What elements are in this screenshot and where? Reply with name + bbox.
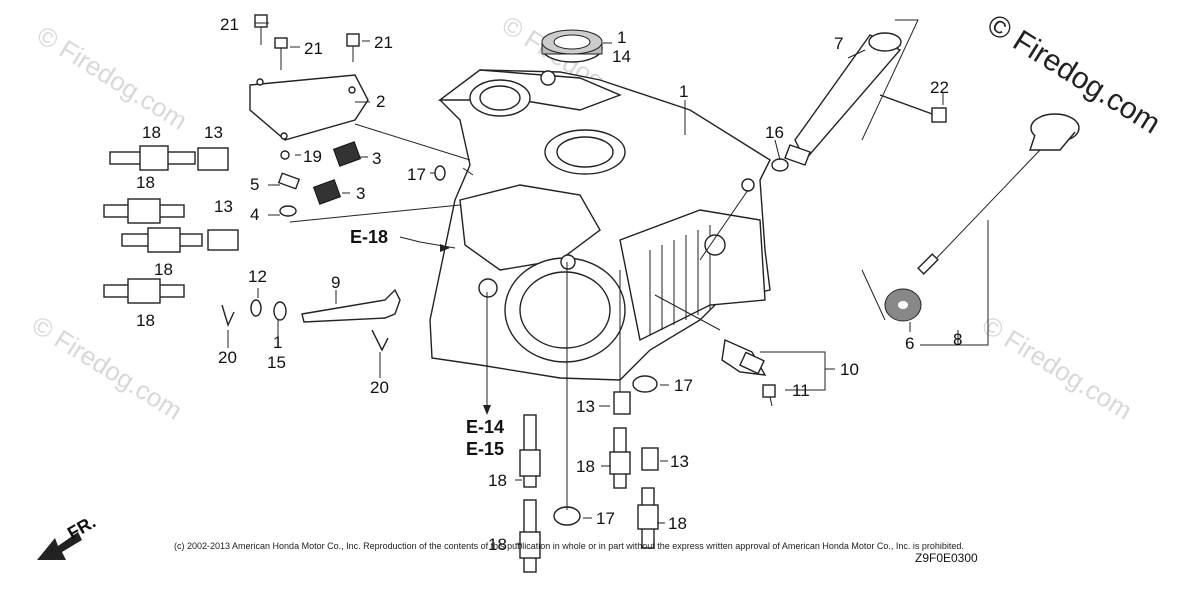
section-references: E-18 E-14 E-15 — [350, 227, 504, 459]
cover-plate — [249, 74, 369, 141]
bolt-22 — [879, 94, 947, 123]
callout-15: 15 — [267, 353, 286, 372]
ref-e18: E-18 — [350, 227, 388, 247]
crankcase-body — [429, 69, 771, 381]
callout-22: 22 — [930, 78, 949, 97]
callout-18: 18 — [136, 173, 155, 192]
callout-1: 1 — [679, 82, 688, 101]
callout-labels: 1 14 1 7 22 16 21 21 21 2 18 13 19 3 5 3… — [136, 15, 962, 554]
callout-11: 11 — [792, 381, 810, 400]
callout-18: 18 — [576, 457, 595, 476]
cooling-fins — [649, 225, 711, 335]
callout-13: 13 — [214, 197, 233, 216]
callout-3: 3 — [372, 149, 381, 168]
callout-10: 10 — [840, 360, 859, 379]
dipstick-tube — [771, 32, 902, 172]
callout-19: 19 — [303, 147, 322, 166]
callout-18: 18 — [488, 535, 507, 554]
callout-1: 1 — [273, 333, 282, 352]
callout-6: 6 — [905, 334, 914, 353]
watermark-text: © Firedog.com — [32, 20, 193, 136]
copyright-notice: (c) 2002-2013 American Honda Motor Co., … — [174, 541, 964, 551]
ref-e14: E-14 — [466, 417, 504, 437]
callout-21: 21 — [220, 15, 239, 34]
callout-9: 9 — [331, 273, 340, 292]
callout-1: 1 — [617, 28, 626, 47]
callout-21: 21 — [374, 33, 393, 52]
callout-20: 20 — [218, 348, 237, 367]
e18-arrowhead — [440, 244, 450, 252]
callout-17: 17 — [674, 376, 693, 395]
callout-18: 18 — [154, 260, 173, 279]
callout-18: 18 — [668, 514, 687, 533]
callout-3: 3 — [356, 184, 365, 203]
callout-7: 7 — [834, 34, 843, 53]
oil-seal-part — [541, 29, 603, 63]
callout-5: 5 — [250, 175, 259, 194]
callout-21: 21 — [304, 39, 323, 58]
callout-13: 13 — [204, 123, 223, 142]
callout-18: 18 — [142, 123, 161, 142]
callout-13: 13 — [576, 397, 595, 416]
callout-12: 12 — [248, 267, 267, 286]
clips-and-pipe — [221, 288, 401, 352]
callout-4: 4 — [250, 205, 259, 224]
watermark-text: © Firedog.com — [27, 310, 188, 426]
diagram-code: Z9F0E0300 — [915, 551, 978, 565]
callout-18: 18 — [488, 471, 507, 490]
leader-lines — [227, 19, 989, 545]
callout-17: 17 — [407, 165, 426, 184]
callout-13: 13 — [670, 452, 689, 471]
callout-18: 18 — [136, 311, 155, 330]
direction-arrow: FR. — [37, 512, 99, 560]
callout-14: 14 — [612, 47, 631, 66]
small-parts — [277, 141, 474, 217]
oil-sensor — [721, 338, 776, 407]
e14-arrowhead — [483, 405, 491, 415]
callout-8: 8 — [953, 330, 962, 349]
watermark-text: © Firedog.com — [977, 310, 1138, 426]
callout-17: 17 — [596, 509, 615, 528]
callout-20: 20 — [370, 378, 389, 397]
studs-left — [103, 145, 239, 304]
dipstick — [884, 113, 1080, 322]
ref-e15: E-15 — [466, 439, 504, 459]
callout-16: 16 — [765, 123, 784, 142]
bolt-21-parts — [254, 14, 360, 70]
studs-lower — [519, 375, 659, 573]
callout-2: 2 — [376, 92, 385, 111]
